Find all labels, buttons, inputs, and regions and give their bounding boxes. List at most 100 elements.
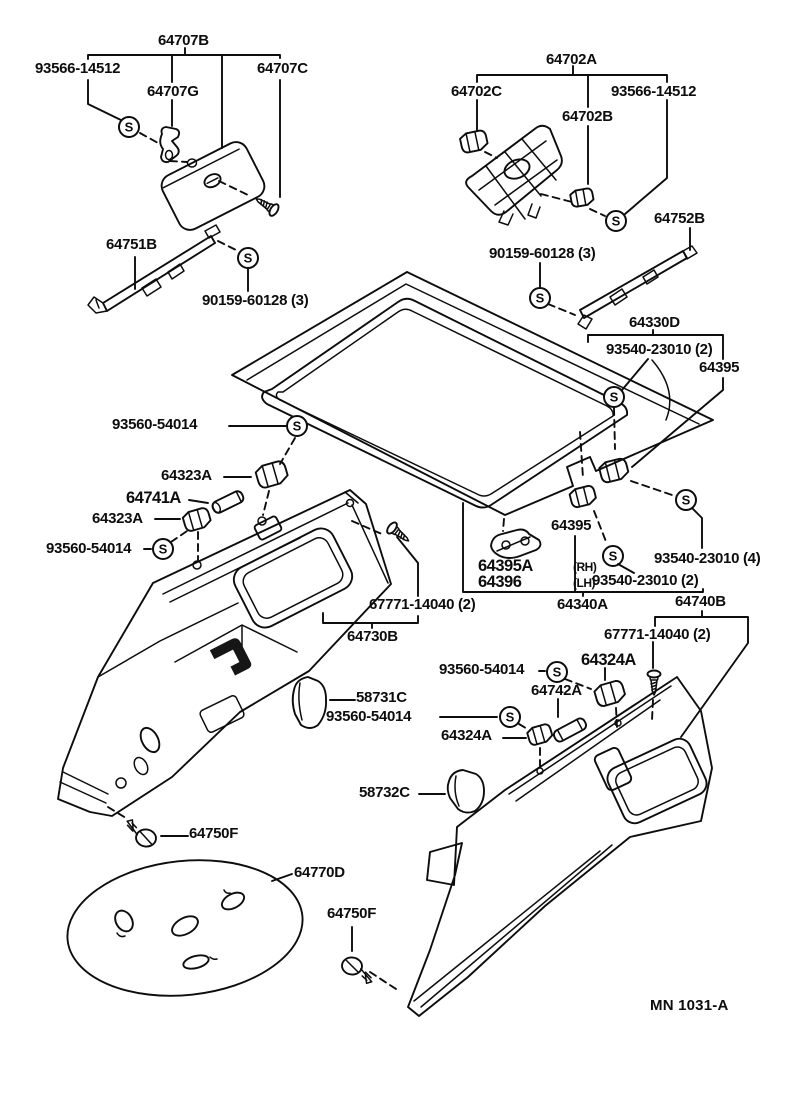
screw-symbol-93560-d: S [440, 707, 520, 727]
screw-symbol-93566-right: S [606, 211, 626, 231]
label-64770D: 64770D [294, 864, 345, 881]
clip-64702C [458, 128, 490, 155]
rail-64752B [578, 228, 697, 329]
svg-text:S: S [610, 390, 619, 405]
screw-symbol-93540-4: S [676, 490, 702, 548]
label-67771-14040-right: 67771-14040 (2) [604, 626, 711, 643]
label-93560-54014-a: 93560-54014 [112, 416, 198, 433]
leader-dash [140, 133, 158, 143]
bracket-part-64395A [491, 530, 540, 559]
label-64750F-1: 64750F [189, 825, 239, 842]
leader-dash [108, 807, 126, 818]
cover-58732C [419, 770, 484, 813]
label-64396-part: 64396 [478, 573, 522, 591]
leader-dash [565, 679, 591, 689]
clip-64323A-left [180, 505, 213, 534]
leader-dash [616, 708, 617, 728]
bracket-64340A [463, 503, 703, 596]
clip-64707G [160, 127, 179, 162]
screw-symbol-90159-left: S [238, 248, 258, 291]
package-tray-64330D [232, 272, 713, 515]
clip-64323A-right [253, 458, 291, 491]
svg-text:S: S [682, 493, 691, 508]
label-64340A: 64340A [557, 596, 608, 613]
label-64395A-side: (RH) [573, 560, 597, 574]
leader-dash [652, 700, 653, 720]
label-64752B: 64752B [654, 210, 705, 227]
leader-dash [218, 241, 236, 250]
label-64707C: 64707C [257, 60, 308, 77]
screw-symbol-90159-right: S [530, 263, 550, 308]
label-90159-60128-left: 90159-60128 (3) [202, 292, 309, 309]
clip-64324A-lower [525, 722, 555, 747]
svg-text:S: S [244, 251, 253, 266]
leader-dash [280, 438, 295, 464]
label-64742A: 64742A [531, 682, 582, 699]
label-64396-side: (LH) [573, 576, 596, 590]
rail-64751B [88, 225, 220, 313]
screw-symbol-93540-top: S [604, 387, 624, 407]
label-64396-lh: 64396 (LH) [478, 573, 596, 591]
clip-64395-lower [567, 483, 598, 510]
label-58731C: 58731C [356, 689, 407, 706]
label-64702C: 64702C [451, 83, 502, 100]
label-64330D: 64330D [629, 314, 680, 331]
svg-text:S: S [159, 542, 168, 557]
screw-symbol-93560-a: S [229, 416, 307, 436]
assembly-64707-bracket-lines [88, 48, 280, 197]
trim-lid-64707 [158, 138, 269, 234]
svg-text:S: S [506, 710, 515, 725]
leader-dash [548, 304, 575, 315]
leader-dash [171, 529, 190, 542]
label-64323A-2: 64323A [92, 510, 143, 527]
assembly-64702-bracket-lines [477, 66, 667, 214]
label-93560-54014-b: 93560-54014 [46, 540, 132, 557]
label-64395A-rh: 64395A (RH) [478, 557, 597, 575]
label-64702B: 64702B [562, 108, 613, 125]
quarter-trim-right-64740B [408, 677, 712, 1016]
screw-symbol-93540-bot: S [603, 546, 634, 573]
svg-text:S: S [536, 291, 545, 306]
label-64741A: 64741A [126, 489, 181, 507]
svg-text:S: S [612, 214, 621, 229]
label-93566-14512-right: 93566-14512 [611, 83, 697, 100]
label-93540-23010-2-bot: 93540-23010 (2) [592, 572, 699, 589]
label-67771-14040-left: 67771-14040 (2) [369, 596, 476, 613]
label-64395-mid: 64395 [551, 517, 592, 534]
label-64702A: 64702A [546, 51, 597, 68]
speaker-grille-64702B [466, 126, 562, 225]
bracket-64740B [653, 611, 748, 737]
spare-cover-64770D [61, 849, 310, 1007]
drawing-code: MN 1031-A [650, 997, 729, 1014]
svg-text:S: S [293, 419, 302, 434]
label-58732C: 58732C [359, 784, 410, 801]
leader-dash [503, 519, 504, 531]
leader-dash [594, 511, 607, 544]
label-93560-54014-c: 93560-54014 [439, 661, 525, 678]
leader-dash [219, 181, 250, 196]
screw-symbol-93560-b: S [144, 539, 173, 559]
label-64324A-1: 64324A [581, 651, 636, 669]
label-64395A-part: 64395A [478, 557, 533, 575]
label-93560-54014-d: 93560-54014 [326, 708, 412, 725]
svg-text:S: S [609, 549, 618, 564]
leader-dash [370, 972, 396, 989]
label-93540-23010-4: 93540-23010 (4) [654, 550, 761, 567]
leader-dash [631, 481, 672, 495]
leader-dash [590, 209, 605, 216]
leader-dash [352, 521, 384, 535]
leader-dash [541, 194, 572, 202]
leader-dash [519, 724, 529, 730]
leader-dash [580, 432, 583, 478]
leader-dash [614, 408, 615, 449]
label-64730B: 64730B [347, 628, 398, 645]
label-64323A-1: 64323A [161, 467, 212, 484]
svg-text:S: S [553, 665, 562, 680]
label-93540-23010-2-top: 93540-23010 (2) [606, 341, 713, 358]
label-64740B: 64740B [675, 593, 726, 610]
leader-dash [485, 152, 497, 158]
pushpin-64750F-left [123, 818, 160, 849]
bracket-64330D [588, 330, 723, 467]
leader-dash [263, 491, 269, 515]
